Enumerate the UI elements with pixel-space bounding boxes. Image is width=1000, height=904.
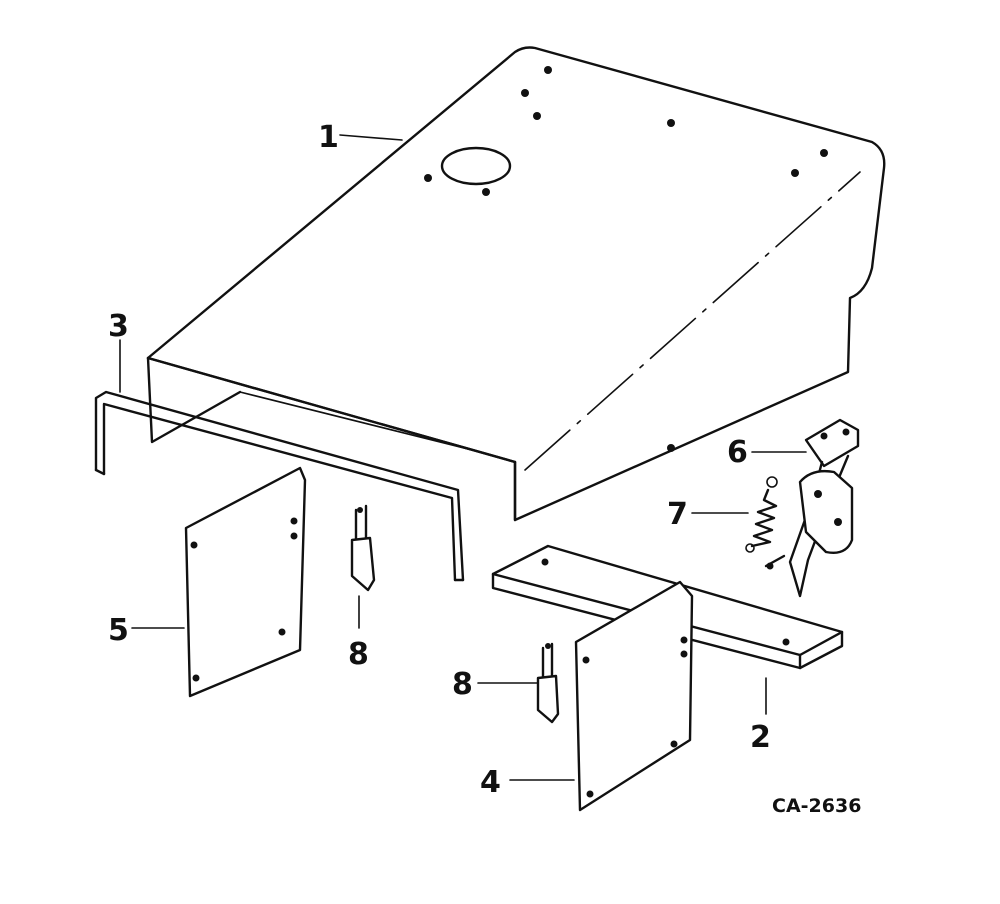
callout-7: 7 bbox=[667, 497, 688, 532]
part-right-side-panel bbox=[574, 580, 694, 812]
callout-labels: 1 2 3 4 5 6 7 8 8 bbox=[108, 120, 771, 800]
callout-6: 6 bbox=[727, 435, 748, 470]
callout-1: 1 bbox=[318, 120, 339, 155]
part-left-side-panel bbox=[184, 466, 307, 698]
callout-4: 4 bbox=[480, 765, 501, 800]
callout-5: 5 bbox=[108, 613, 129, 648]
part-latch-left bbox=[350, 504, 376, 592]
leader-lines bbox=[119, 134, 807, 781]
callout-8-left: 8 bbox=[348, 637, 369, 672]
part-latch-right bbox=[536, 642, 560, 724]
callout-8-right: 8 bbox=[452, 667, 473, 702]
part-hinge bbox=[764, 418, 860, 598]
callout-2: 2 bbox=[750, 720, 771, 755]
drawing-id: CA-2636 bbox=[772, 795, 861, 817]
part-hood-cover bbox=[146, 46, 886, 522]
part-support-bar bbox=[94, 390, 465, 582]
part-spring bbox=[745, 476, 778, 553]
callout-3: 3 bbox=[108, 309, 129, 344]
